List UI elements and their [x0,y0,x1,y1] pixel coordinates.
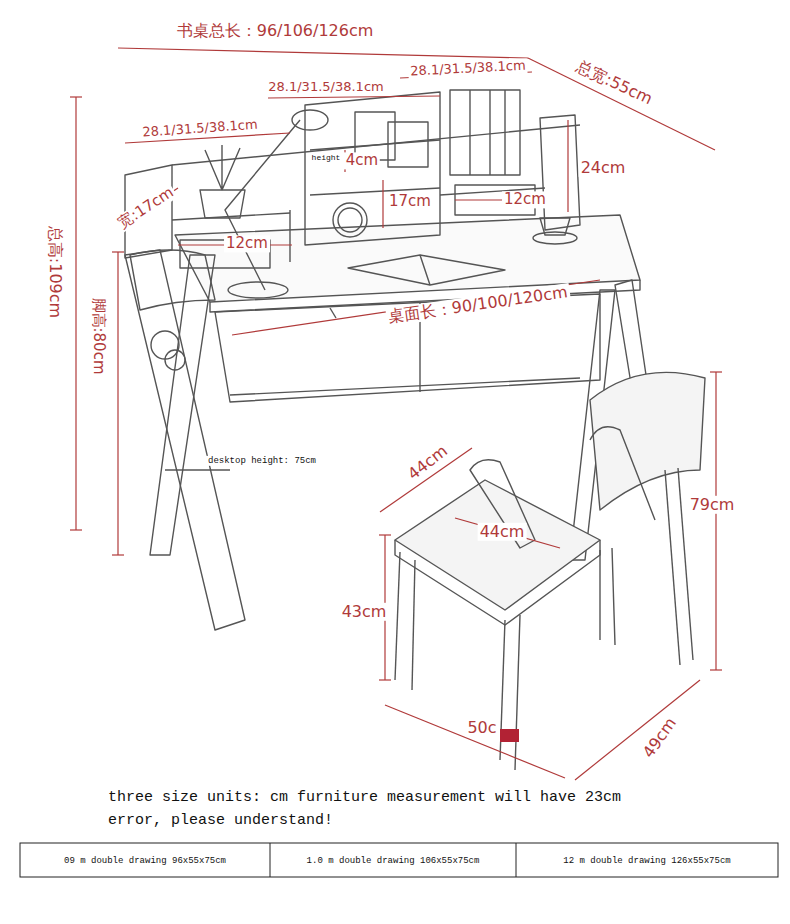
dimension-label: 28.1/31.5/38.1cm [408,58,528,79]
dimension-label: 44cm [478,523,527,541]
dimension-label: 43cm [340,603,389,621]
dimension-label: 28.1/31.5/38.1cm [140,117,260,140]
dimension-label: 总高:109cm [46,224,64,320]
dimension-label: 4cm [344,152,380,169]
overlay-note: desktop height: 75cm [206,456,318,466]
dimension-label: 17cm [387,193,433,210]
note-text: three size units: cm furniture measureme… [108,787,653,832]
dimension-label: 50c [465,719,498,737]
overlay-note: height [310,153,343,162]
dimension-label: 24cm [579,159,628,177]
table-cell: 12 m double drawing 126x55x75cm [563,856,730,866]
dimension-label: 79cm [688,496,737,514]
dimension-label: 脚高:80cm [89,296,106,377]
dimension-label: 49cm [638,713,681,763]
dimension-label: 12cm [502,191,548,208]
dimension-label: 12cm [224,235,270,252]
dimension-label: 总宽:55cm [571,56,657,109]
dimension-label: 宽:17cm [114,183,179,233]
dimension-label: 书桌总长：96/106/126cm [175,22,376,40]
table-cell: 09 m double drawing 96x55x75cm [64,856,226,866]
table-cell: 1.0 m double drawing 106x55x75cm [307,856,480,866]
dimension-label: 28.1/31.5/38.1cm [266,80,385,95]
